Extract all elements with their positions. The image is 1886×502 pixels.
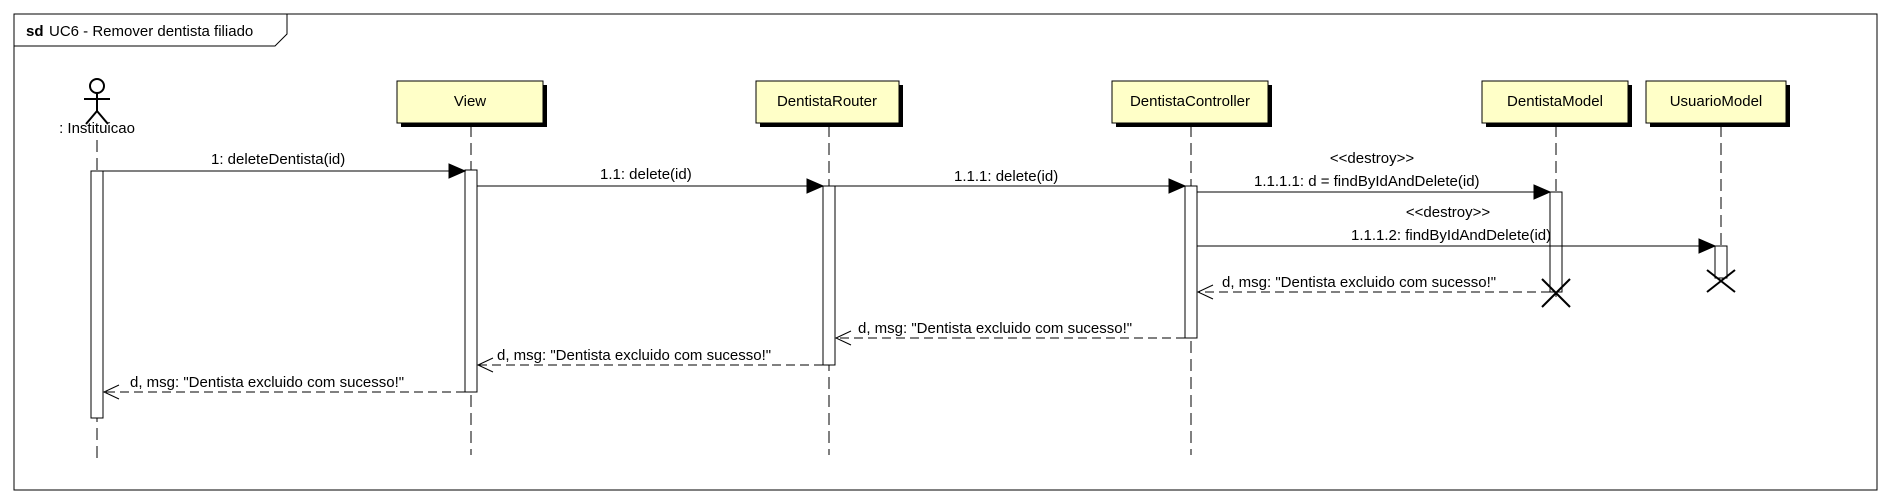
return-message-model-to-controller[interactable]: d, msg: "Dentista excluido com sucesso!" — [1196, 274, 1550, 300]
return-message-view-to-actor[interactable]: d, msg: "Dentista excluido com sucesso!" — [102, 374, 465, 400]
message-delete-dentista[interactable]: 1: deleteDentista(id) — [103, 151, 467, 179]
activation-bar — [1549, 191, 1563, 293]
message-router-delete[interactable]: 1.1: delete(id) — [477, 166, 825, 194]
lifeline-dentista-controller[interactable]: DentistaController — [1111, 80, 1272, 455]
arrowhead-filled-icon — [1533, 184, 1552, 200]
activation-bar — [1184, 185, 1198, 339]
diagram-frame: sd UC6 - Remover dentista filiado — [13, 13, 1878, 491]
activation-bar — [464, 169, 478, 393]
message-label: 1.1.1.2: findByIdAndDelete(id) — [1351, 227, 1551, 244]
activation-bar — [90, 170, 104, 419]
lifeline-name: DentistaModel — [1507, 93, 1603, 110]
message-label: 1.1.1: delete(id) — [954, 168, 1058, 185]
actor-name: : Instituicao — [59, 120, 135, 137]
lifeline-head — [1481, 80, 1629, 124]
arrowhead-open-icon — [1196, 284, 1214, 300]
message-controller-delete[interactable]: 1.1.1: delete(id) — [835, 168, 1187, 194]
lifeline-head — [1645, 80, 1787, 124]
arrowhead-open-icon — [102, 384, 120, 400]
return-message-controller-to-router[interactable]: d, msg: "Dentista excluido com sucesso!" — [834, 320, 1185, 346]
lifeline-head — [1111, 80, 1269, 124]
destroy-x-icon — [1706, 269, 1736, 293]
arrowhead-filled-icon — [448, 163, 467, 179]
message-stereotype: <<destroy>> — [1406, 204, 1490, 221]
activation-bar — [822, 185, 836, 366]
arrowhead-filled-icon — [1698, 238, 1717, 254]
arrowhead-open-icon — [834, 330, 852, 346]
lifeline-head — [396, 80, 544, 124]
frame-keyword: sd — [26, 23, 44, 40]
lifeline-name: View — [454, 93, 486, 110]
message-find-delete-usuario[interactable]: <<destroy>> 1.1.1.2: findByIdAndDelete(i… — [1197, 204, 1717, 254]
message-label: 1: deleteDentista(id) — [211, 151, 345, 168]
frame-title: UC6 - Remover dentista filiado — [49, 23, 253, 40]
message-label: d, msg: "Dentista excluido com sucesso!" — [497, 347, 771, 364]
arrowhead-filled-icon — [806, 178, 825, 194]
lifeline-name: DentistaRouter — [777, 93, 877, 110]
message-label: 1.1: delete(id) — [600, 166, 692, 183]
message-label: d, msg: "Dentista excluido com sucesso!" — [858, 320, 1132, 337]
actor-stick-figure-icon — [84, 78, 110, 125]
message-find-delete-dentista[interactable]: <<destroy>> 1.1.1.1: d = findByIdAndDele… — [1197, 150, 1552, 200]
lifeline-dentista-router[interactable]: DentistaRouter — [755, 80, 903, 455]
message-label: 1.1.1.1: d = findByIdAndDelete(id) — [1254, 173, 1480, 190]
lifeline-name: UsuarioModel — [1670, 93, 1763, 110]
lifeline-view[interactable]: View — [396, 80, 547, 455]
message-label: d, msg: "Dentista excluido com sucesso!" — [130, 374, 404, 391]
arrowhead-filled-icon — [1168, 178, 1187, 194]
activation-bar — [1714, 245, 1728, 279]
arrowhead-open-icon — [476, 357, 494, 373]
lifeline-usuario-model[interactable]: UsuarioModel — [1645, 80, 1790, 293]
lifeline-dentista-model[interactable]: DentistaModel — [1481, 80, 1632, 308]
lifeline-head — [755, 80, 900, 124]
message-stereotype: <<destroy>> — [1330, 150, 1414, 167]
actor-instituicao[interactable]: : Instituicao — [59, 78, 135, 458]
destroy-x-icon — [1541, 278, 1571, 308]
message-label: d, msg: "Dentista excluido com sucesso!" — [1222, 274, 1496, 291]
return-message-router-to-view[interactable]: d, msg: "Dentista excluido com sucesso!" — [476, 347, 823, 373]
lifeline-name: DentistaController — [1130, 93, 1250, 110]
